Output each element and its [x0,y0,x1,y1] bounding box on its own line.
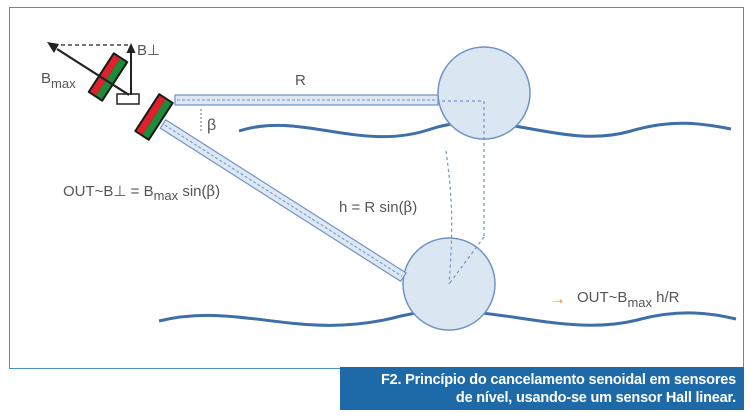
output-arrow-icon: → [549,289,566,308]
figure-frame: B⊥ Bmax R β OUT~B⊥ = Bmax sin(β) h = R s… [9,7,744,369]
sensor-magnet-arm [134,93,174,141]
level-sensor-diagram: B⊥ Bmax R β OUT~B⊥ = Bmax sin(β) h = R s… [41,42,737,331]
formula-out: OUT~B⊥ = Bmax sin(β) [63,182,220,203]
label-b-perp: B⊥ [137,42,160,59]
caption-line-1: F2. Princípio do cancelamento senoidal e… [380,372,736,388]
caption-line-2: de nível, usando-se um sensor Hall linea… [455,390,736,406]
reference-magnet [87,52,129,102]
height-construction-lines [436,100,485,285]
formula-output: OUT~Bmax h/R [577,289,680,310]
arm-horizontal [174,94,439,106]
arm-inclined [159,118,407,283]
label-r: R [295,72,306,89]
b-max-vector-arrow [47,42,130,96]
formula-h: h = R sin(β) [339,198,417,216]
b-perp-vector-arrow [126,43,136,95]
figure-caption: F2. Princípio do cancelamento senoidal e… [340,367,744,410]
label-b-max: Bmax [41,70,76,91]
label-beta: β [207,117,216,134]
